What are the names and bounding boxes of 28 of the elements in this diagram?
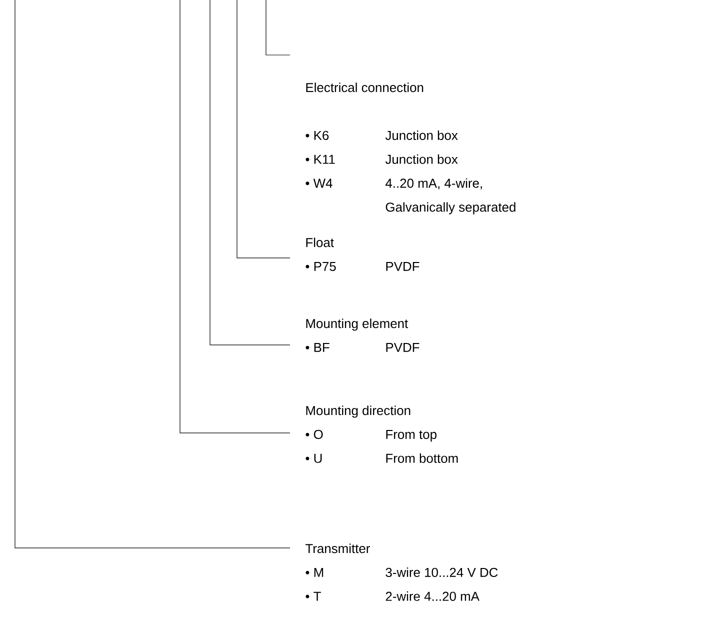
group-heading: Transmitter [306,544,370,554]
option-code: • O [306,430,323,440]
option-code: • BF [306,343,330,352]
group-heading: Float [306,238,334,248]
option-code: • W4 [306,178,332,188]
leader-line [180,0,290,434]
option-description: PVDF [386,343,420,352]
option-description: From bottom [386,453,458,463]
group-heading: Electrical connection [306,82,424,92]
option-code: • P75 [306,262,336,272]
leader-line [14,0,290,548]
option-description: 4..20 mA, 4-wire, Galvanically separated [386,178,516,214]
option-description: Junction box [385,130,458,140]
option-description: PVDF [386,262,420,271]
option-description: From top [386,430,436,442]
leader-line [236,0,290,258]
option-code: • M [306,568,324,577]
option-description: 2-wire 4...20 mA [386,591,480,601]
group-heading: Mounting direction [306,406,410,418]
option-code: • K11 [306,154,335,164]
option-code: • T [306,592,321,601]
option-description: 3-wire 10...24 V DC [386,568,498,578]
leader-line [210,0,290,346]
option-code: • U [306,454,322,463]
group-heading: Mounting element [306,318,408,331]
option-code: • K6 [306,130,329,140]
option-description: Junction box [385,154,458,164]
leader-line [266,0,290,56]
